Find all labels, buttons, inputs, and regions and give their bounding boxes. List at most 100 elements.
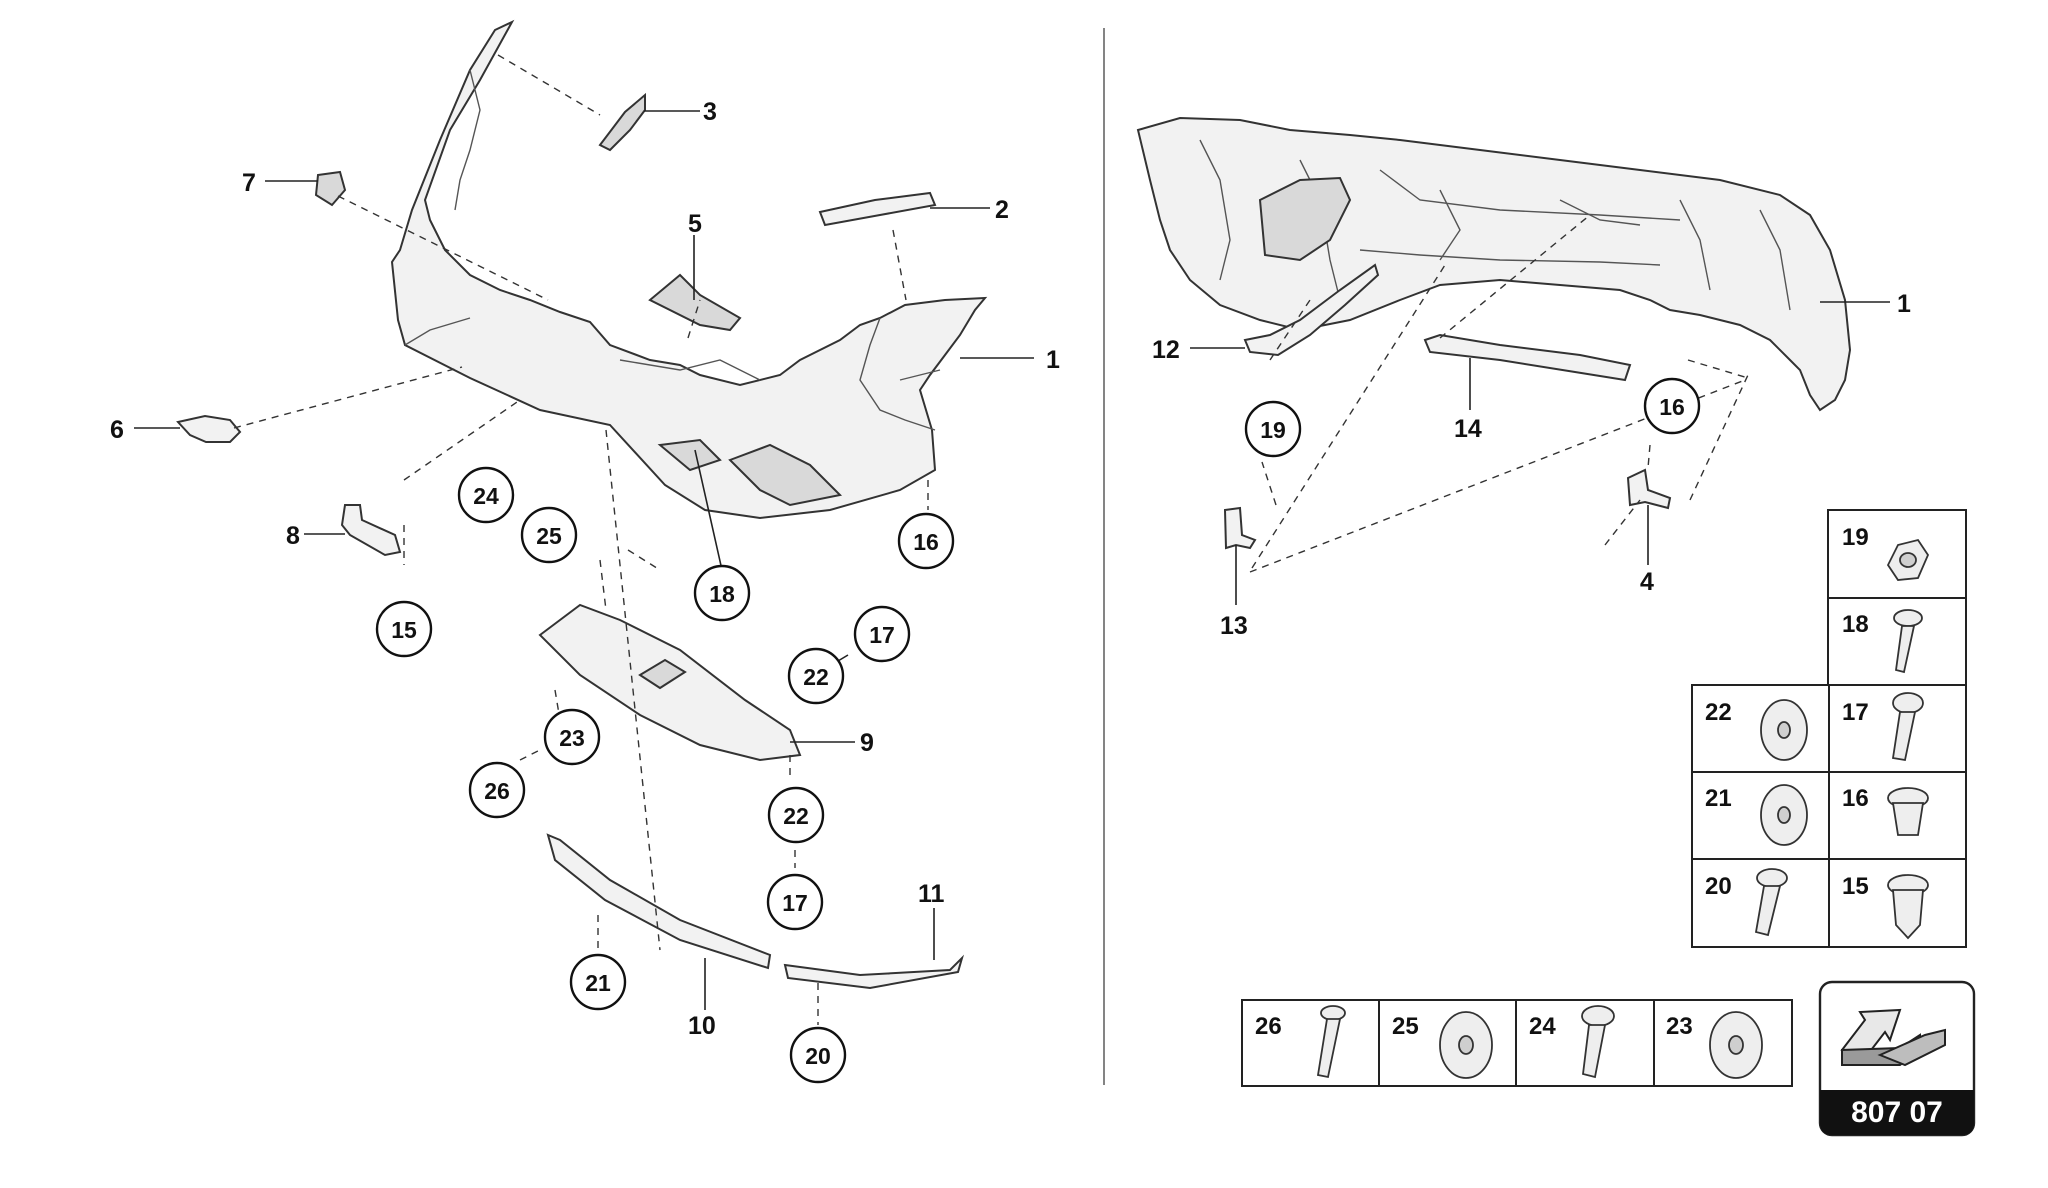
part-8-bracket: [340, 504, 402, 557]
label-part-9: 9: [860, 729, 874, 757]
callout-17a: 17: [869, 622, 895, 648]
part-13-bracket: [1223, 506, 1257, 550]
washer-21-hole: [1777, 806, 1791, 824]
callout-22a: 22: [803, 664, 829, 690]
screw-17-icon: [1892, 692, 1924, 714]
label-part-3: 3: [703, 98, 717, 126]
grid-label-21: 21: [1705, 785, 1732, 812]
label-part-8: 8: [286, 522, 300, 550]
left-dashed-lines: [233, 54, 929, 1025]
row-label-26: 26: [1255, 1013, 1282, 1040]
callout-15-circle: [375, 600, 433, 658]
label-part-13: 13: [1220, 612, 1248, 640]
part-9-detail: [638, 658, 687, 690]
washer-23-hole: [1728, 1035, 1744, 1055]
callout-16: 16: [913, 529, 939, 555]
callout-26-circle: [468, 761, 526, 819]
callout-16-circle: [897, 512, 955, 570]
reference-badge: 807 07: [1818, 980, 1976, 1137]
part-4-bracket: [1626, 468, 1672, 510]
label-part-7: 7: [242, 169, 256, 197]
callout-23: 23: [559, 725, 585, 751]
callout-22b: 22: [783, 803, 809, 829]
callout-21-circle: [569, 953, 627, 1011]
right-leader-lines: [1190, 301, 1890, 605]
part-14-strip: [1423, 333, 1632, 382]
grid-label-18: 18: [1842, 611, 1869, 638]
grid-label-17: 17: [1842, 699, 1869, 726]
grid-label-16: 16: [1842, 785, 1869, 812]
bolt-24-shank: [1582, 1024, 1607, 1079]
callout-25: 25: [536, 523, 562, 549]
callout-24-circle: [457, 466, 515, 524]
part-7-emblem: [314, 170, 347, 207]
grid-label-22: 22: [1705, 699, 1732, 726]
grid-label-19: 19: [1842, 524, 1869, 551]
bumper-frame-drawing: [1136, 116, 1852, 412]
callout-18: 18: [709, 581, 735, 607]
nut-19-hole: [1899, 552, 1917, 568]
screw-18-shank: [1894, 625, 1916, 674]
label-part-14: 14: [1454, 415, 1482, 443]
grid-label-20: 20: [1705, 873, 1732, 900]
hardware-row: 26 25 24 23: [1241, 999, 1793, 1087]
left-callouts: 16 18 15 24 25 17 22 23 26 22 17 21 20: [375, 466, 955, 1084]
callout-23-circle: [543, 708, 601, 766]
screw-17-shank: [1891, 711, 1917, 762]
callout-24: 24: [473, 483, 499, 509]
callout-17b: 17: [782, 890, 808, 916]
screw-18-icon: [1893, 609, 1923, 627]
bolt-26-icon: [1320, 1005, 1346, 1021]
washer-25-hole: [1458, 1035, 1474, 1055]
label-part-6: 6: [110, 416, 124, 444]
callout-21: 21: [585, 970, 611, 996]
callout-r19: 19: [1260, 417, 1286, 443]
grid-label-15: 15: [1842, 873, 1869, 900]
bolt-24-icon: [1581, 1005, 1615, 1027]
part-3-bracket: [598, 92, 646, 152]
screw-20-icon: [1756, 868, 1788, 888]
label-part-12: 12: [1152, 336, 1180, 364]
row-label-24: 24: [1529, 1013, 1556, 1040]
label-part-2: 2: [995, 196, 1009, 224]
front-bumper-drawing: [390, 19, 988, 520]
callout-25-circle: [520, 506, 578, 564]
label-part-5: 5: [688, 210, 702, 238]
part-12-bracket: [1243, 263, 1380, 357]
part-11-trim: [783, 954, 965, 990]
callout-20: 20: [805, 1043, 831, 1069]
left-part-labels: 1 2 3 5 6 7 8 9 10 11: [110, 98, 1060, 1040]
label-part-4: 4: [1640, 568, 1654, 596]
part-2-bracket: [818, 191, 937, 227]
row-label-25: 25: [1392, 1013, 1419, 1040]
label-part-11: 11: [918, 880, 945, 908]
label-frame-1: 1: [1897, 290, 1911, 318]
part-10-trim: [546, 833, 772, 970]
callout-26: 26: [484, 778, 510, 804]
hardware-grid: 19 18 22 17 21 16 20 15: [1691, 509, 1967, 948]
arrow-side-icon: [1877, 1028, 1946, 1067]
part-6-cover: [176, 414, 242, 443]
clip-15-body: [1892, 889, 1924, 940]
callout-22a-circle: [787, 647, 845, 705]
clip-16-body: [1891, 802, 1925, 836]
diagram-code: 807 07: [1851, 1096, 1943, 1129]
callout-17b-circle: [766, 873, 824, 931]
label-part-10: 10: [688, 1012, 716, 1040]
callout-15: 15: [391, 617, 417, 643]
screw-20-shank: [1754, 885, 1782, 937]
washer-22-hole: [1777, 721, 1791, 739]
callout-r19-circle: [1244, 400, 1302, 458]
callout-22b-circle: [767, 786, 825, 844]
callout-18-circle: [693, 564, 751, 622]
row-label-23: 23: [1666, 1013, 1693, 1040]
callout-r16: 16: [1659, 394, 1685, 420]
badge-footer: [1820, 1090, 1974, 1135]
right-callouts: 19 16: [1244, 377, 1701, 458]
label-part-1: 1: [1046, 346, 1060, 374]
part-5-bracket: [648, 273, 742, 332]
callout-r16-circle: [1643, 377, 1701, 435]
right-part-labels: 1 12 13 14 4: [1152, 290, 1911, 640]
